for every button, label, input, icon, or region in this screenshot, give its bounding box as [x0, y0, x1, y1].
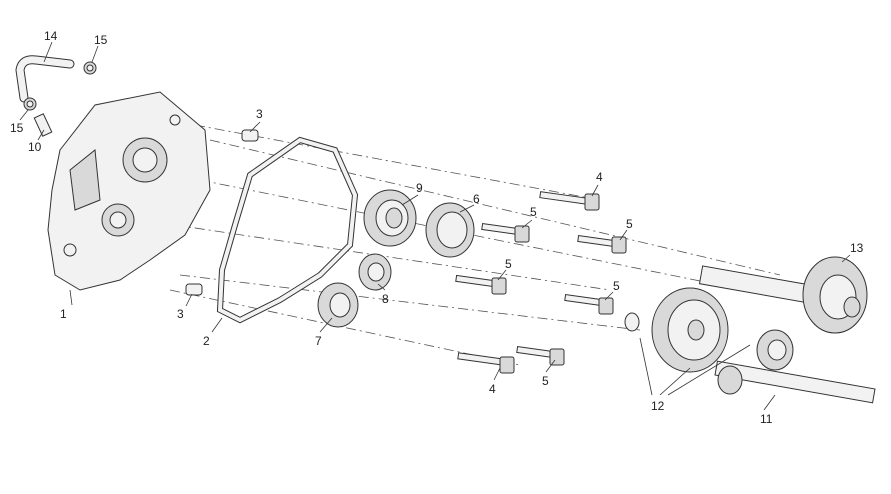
crankcase-cover-part [47, 91, 211, 291]
drive-shaft-part [698, 256, 868, 334]
gasket-part [216, 136, 359, 324]
bolt-part-5-a [481, 222, 530, 243]
callout-4-upper: 4 [596, 170, 603, 184]
bolt-part-5-e [516, 345, 565, 366]
callout-6: 6 [473, 192, 480, 206]
callout-5-a: 5 [530, 205, 537, 219]
dowel-pin-upper [241, 129, 259, 142]
gear-set-part [651, 287, 794, 373]
callout-10: 10 [28, 140, 42, 154]
oil-seal-part [425, 202, 475, 258]
callout-11: 11 [760, 412, 773, 426]
hose-part [15, 55, 75, 103]
clamp-part-lower [23, 97, 37, 111]
clamp-part-upper [83, 61, 97, 75]
callout-labels: 1 2 3 3 4 4 5 5 5 5 5 6 7 8 9 10 11 12 1… [10, 29, 864, 426]
callout-14: 14 [44, 29, 58, 43]
bolt-part-5-c [455, 274, 507, 295]
callout-7: 7 [315, 334, 322, 348]
callout-5-c: 5 [505, 257, 512, 271]
callout-15-lower: 15 [10, 121, 24, 135]
callout-8: 8 [382, 292, 389, 306]
callout-15-upper: 15 [94, 33, 108, 47]
dowel-pin-lower [185, 283, 203, 296]
callout-5-e: 5 [542, 374, 549, 388]
bearing-part-9 [363, 189, 417, 247]
bolt-part-4-upper [539, 191, 600, 211]
callout-5-b: 5 [626, 217, 633, 231]
bolt-part-4-lower [457, 352, 515, 374]
nipple-part [33, 113, 53, 137]
callout-2: 2 [203, 334, 210, 348]
callout-3-upper: 3 [256, 107, 263, 121]
callout-5-d: 5 [613, 279, 620, 293]
output-shaft-part [714, 360, 876, 404]
bearing-part-8 [358, 253, 392, 291]
bolt-part-5-b [577, 234, 627, 254]
bolt-part-5-d [564, 293, 614, 315]
washer-part [624, 312, 640, 332]
callout-12: 12 [651, 399, 665, 413]
leader-lines [19, 41, 851, 411]
bearing-part-7 [317, 282, 359, 328]
callout-4-lower: 4 [489, 382, 496, 396]
callout-13: 13 [850, 241, 864, 255]
callout-3-lower: 3 [177, 307, 184, 321]
callout-1: 1 [60, 307, 67, 321]
callout-9: 9 [416, 181, 423, 195]
